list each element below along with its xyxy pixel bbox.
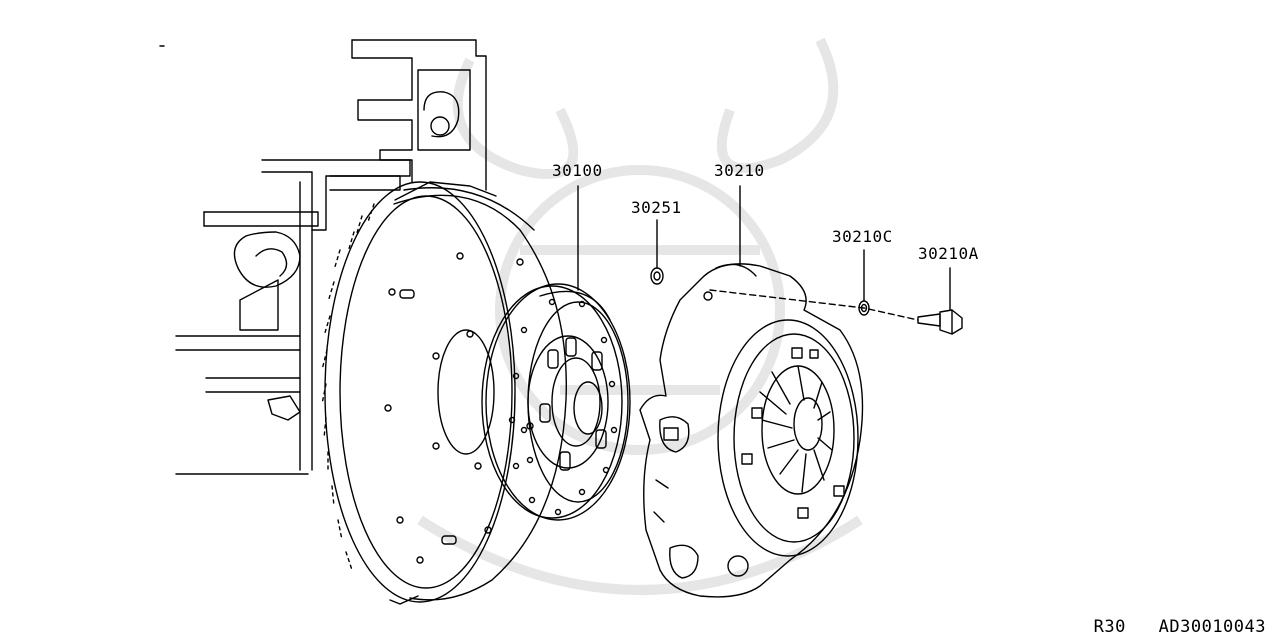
callout-cover-plate-washer: 30251: [631, 198, 682, 217]
callout-clutch-disc: 30100: [552, 161, 603, 180]
alignment-line: [709, 289, 919, 321]
clutch-cover: [639, 263, 864, 598]
diagram-footer: R30 AD30010043: [1072, 617, 1266, 637]
model-code: R30: [1093, 617, 1126, 637]
diagram-code: AD30010043: [1158, 617, 1266, 637]
leader-lines: [577, 185, 951, 311]
callout-cover-washer: 30210C: [832, 227, 893, 246]
callout-clutch-cover: 30210: [714, 161, 765, 180]
flywheel: [267, 181, 567, 605]
clutch-disc: [481, 283, 631, 521]
callout-cover-bolt: 30210A: [918, 244, 979, 263]
cover-plate-washer: [650, 267, 664, 285]
engine-block: [159, 39, 487, 475]
cover-bolt: [917, 309, 963, 335]
